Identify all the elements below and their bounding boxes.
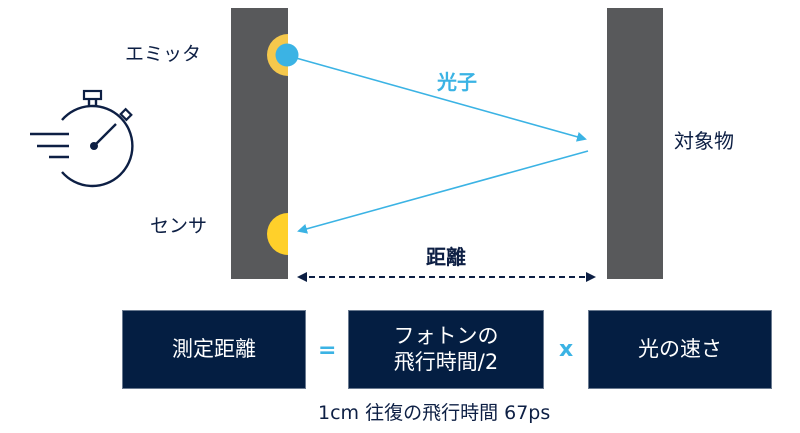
footnote: 1cm 往復の飛行時間 67ps xyxy=(318,402,551,424)
sensor-label: センサ xyxy=(150,215,208,237)
target-object-wall xyxy=(607,8,663,279)
emitter-label: エミッタ xyxy=(125,43,202,65)
sensor-icon xyxy=(267,213,288,255)
speed-of-light-text: 光の速さ xyxy=(638,336,722,361)
flight-time-line1: フォトンの xyxy=(393,323,499,348)
flight-time-box: フォトンの 飛行時間/2 xyxy=(348,310,544,389)
measured-distance-box: 測定距離 xyxy=(122,310,306,389)
equals-operator: = xyxy=(318,338,337,363)
photon-outgoing-arrow xyxy=(295,57,587,142)
flight-time-line2: 飛行時間/2 xyxy=(393,349,499,374)
multiply-operator: x xyxy=(559,337,574,362)
photon-label: 光子 xyxy=(437,70,477,94)
target-label: 対象物 xyxy=(674,129,734,153)
emitter-icon xyxy=(267,34,299,76)
photon-return-arrow xyxy=(297,150,589,234)
measured-distance-text: 測定距離 xyxy=(172,336,256,361)
distance-label: 距離 xyxy=(426,245,466,269)
speed-of-light-box: 光の速さ xyxy=(588,310,772,389)
stopwatch-icon xyxy=(30,89,134,188)
